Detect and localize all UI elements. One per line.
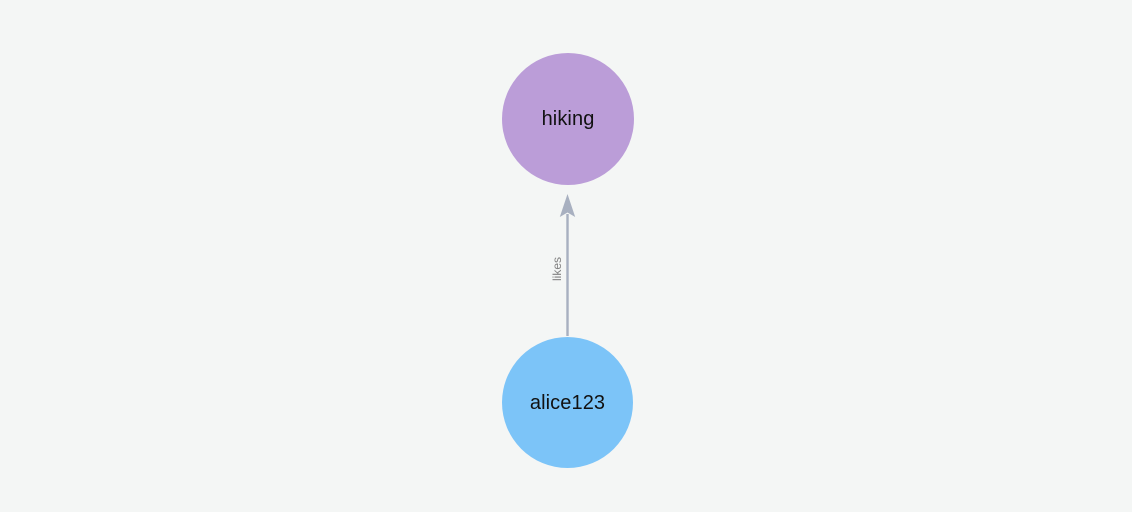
graph-node-label: hiking	[541, 108, 595, 130]
edge-alice123-likes-hiking[interactable]	[559, 194, 576, 336]
graph-node-label: alice123	[529, 391, 606, 414]
edge-arrowhead-icon	[559, 194, 576, 217]
edge-label-likes: likes	[550, 256, 564, 281]
edge-label-text: likes	[550, 256, 564, 281]
graph-node-hiking[interactable]: hiking	[502, 53, 634, 185]
graph-node-alice123[interactable]: alice123	[502, 337, 633, 468]
